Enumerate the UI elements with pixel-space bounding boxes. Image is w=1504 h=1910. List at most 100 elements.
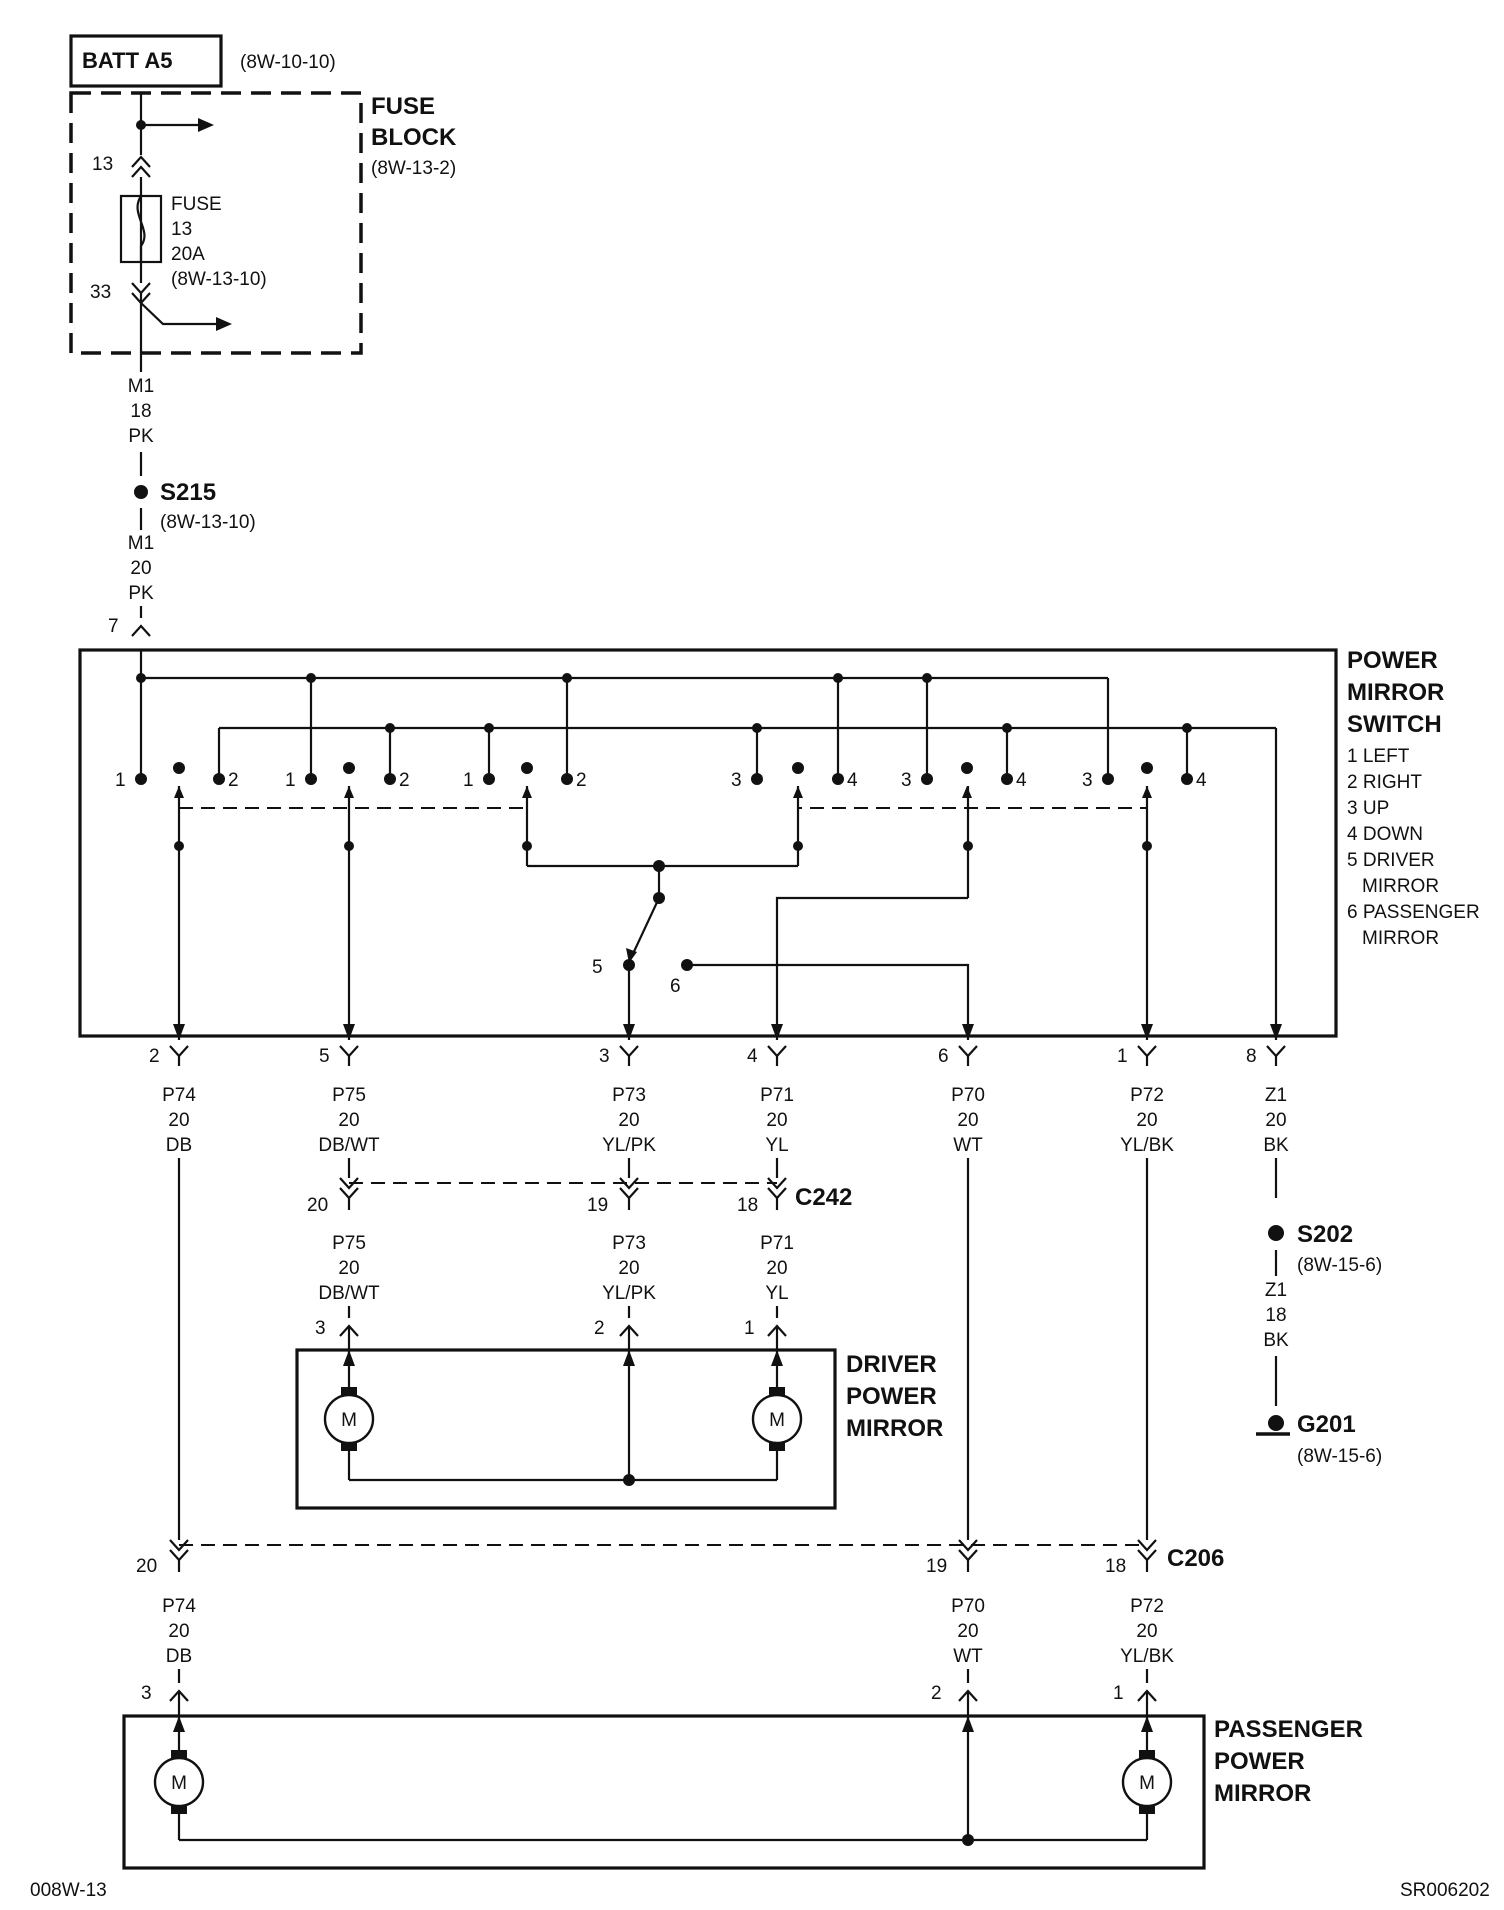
wire-m1-18-color: PK <box>128 426 154 447</box>
wire-z1-18-circuit: Z1 <box>1265 1280 1287 1301</box>
contact-label-4c: 4 <box>1196 770 1207 791</box>
passenger-mirror-pin-3: 3 <box>141 1683 152 1704</box>
switch-title-1: POWER <box>1347 647 1438 674</box>
passenger-mirror-title-2: POWER <box>1214 1748 1305 1775</box>
driver-mirror-pin-2: 2 <box>594 1318 605 1339</box>
switch-legend-6b: MIRROR <box>1362 928 1439 949</box>
driver-motor-right <box>751 1387 803 1451</box>
wire-m1-20-color: PK <box>128 583 154 604</box>
passenger-mirror-pin-1: 1 <box>1113 1683 1124 1704</box>
fuse-pin-bottom: 33 <box>90 282 111 303</box>
contact-label-1a: 1 <box>115 770 126 791</box>
connector-c242-label: C242 <box>795 1184 852 1211</box>
switch-legend-3: 3 UP <box>1347 798 1389 819</box>
passenger-motor-right-label: M <box>1139 1773 1155 1794</box>
contact-label-2c: 2 <box>576 770 587 791</box>
fuse-label-1: FUSE <box>171 194 222 215</box>
connector-c206 <box>169 1539 1157 1572</box>
passenger-mirror-box <box>122 1714 1206 1870</box>
wire-z1-circuit: Z1 <box>1265 1085 1287 1106</box>
switch-out-pin-1: 1 <box>1117 1046 1128 1067</box>
wire-m1-20-gauge: 20 <box>130 558 151 579</box>
fuse-block-ref: (8W-13-2) <box>371 158 456 179</box>
c242-pin-18: 18 <box>737 1195 758 1216</box>
wire-m1-18-circuit: M1 <box>128 376 154 397</box>
ground-g201 <box>1268 1415 1284 1431</box>
wire-p74-color: DB <box>166 1135 192 1156</box>
switch-input-pin: 7 <box>108 616 119 637</box>
driver-wire-p75-gauge: 20 <box>338 1258 359 1279</box>
splice-s215-ref: (8W-13-10) <box>160 512 256 533</box>
driver-wire-p75-color: DB/WT <box>318 1283 380 1304</box>
wire-p75-gauge: 20 <box>338 1110 359 1131</box>
driver-wire-p75-circuit: P75 <box>332 1233 366 1254</box>
splice-s202 <box>1268 1225 1284 1241</box>
switch-legend-6: 6 PASSENGER <box>1347 902 1480 923</box>
c242-pin-20: 20 <box>307 1195 328 1216</box>
contact-label-3a: 3 <box>731 770 742 791</box>
switch-internal-wiring <box>135 650 1282 1040</box>
selector-label-5: 5 <box>592 957 603 978</box>
footer-left: 008W-13 <box>30 1880 107 1901</box>
switch-legend-5b: MIRROR <box>1362 876 1439 897</box>
connector-c242 <box>339 1158 787 1210</box>
driver-wire-p71-gauge: 20 <box>766 1258 787 1279</box>
battery-box <box>69 34 223 88</box>
wire-p74-gauge: 20 <box>168 1110 189 1131</box>
pass-wire-p74-color: DB <box>166 1646 192 1667</box>
ground-g201-ref: (8W-15-6) <box>1297 1446 1382 1467</box>
driver-mirror-title-3: MIRROR <box>846 1415 943 1442</box>
selector-label-6: 6 <box>670 976 681 997</box>
c242-pin-19: 19 <box>587 1195 608 1216</box>
switch-out-pin-5: 5 <box>319 1046 330 1067</box>
contact-label-3c: 3 <box>1082 770 1093 791</box>
fuse-label-4: (8W-13-10) <box>171 269 267 290</box>
wire-p73-color: YL/PK <box>602 1135 656 1156</box>
contact-label-4b: 4 <box>1016 770 1027 791</box>
wire-p74-circuit: P74 <box>162 1085 196 1106</box>
wire-p71-gauge: 20 <box>766 1110 787 1131</box>
driver-mirror-pin-3: 3 <box>315 1318 326 1339</box>
switch-input-connector <box>131 624 151 637</box>
driver-mirror-title-2: POWER <box>846 1383 937 1410</box>
wire-p70-color: WT <box>953 1135 983 1156</box>
driver-mirror-pin-1: 1 <box>744 1318 755 1339</box>
driver-motor-left <box>323 1387 375 1451</box>
pass-wire-p70-color: WT <box>953 1646 983 1667</box>
wire-p72-color: YL/BK <box>1120 1135 1174 1156</box>
driver-wire-p71-circuit: P71 <box>760 1233 794 1254</box>
passenger-mirror-wiring <box>173 1716 1153 1846</box>
ground-g201-label: G201 <box>1297 1411 1356 1438</box>
c206-pin-20: 20 <box>136 1556 157 1577</box>
battery-label: BATT A5 <box>82 48 172 73</box>
contact-label-1c: 1 <box>463 770 474 791</box>
contact-label-4a: 4 <box>847 770 858 791</box>
driver-mirror-title-1: DRIVER <box>846 1351 937 1378</box>
driver-wire-p71-color: YL <box>765 1283 788 1304</box>
wire-z1-color: BK <box>1263 1135 1289 1156</box>
driver-wire-p73-color: YL/PK <box>602 1283 656 1304</box>
footer-right: SR006202 <box>1400 1880 1490 1901</box>
switch-title-2: MIRROR <box>1347 679 1444 706</box>
driver-mirror-connector <box>339 1306 787 1350</box>
switch-title-3: SWITCH <box>1347 711 1442 738</box>
driver-mirror-box <box>295 1348 837 1510</box>
c206-pin-19: 19 <box>926 1556 947 1577</box>
contact-label-1b: 1 <box>285 770 296 791</box>
pass-wire-p74-circuit: P74 <box>162 1596 196 1617</box>
fuse-pin-top: 13 <box>92 154 113 175</box>
driver-motor-right-label: M <box>769 1410 785 1431</box>
driver-motor-left-label: M <box>341 1410 357 1431</box>
pass-wire-p72-gauge: 20 <box>1136 1621 1157 1642</box>
pass-wire-p70-circuit: P70 <box>951 1596 985 1617</box>
contact-label-2b: 2 <box>399 770 410 791</box>
wire-p70-circuit: P70 <box>951 1085 985 1106</box>
wire-m1-18-gauge: 18 <box>130 401 151 422</box>
switch-output-connectors <box>169 1045 1286 1066</box>
switch-out-pin-2: 2 <box>149 1046 160 1067</box>
wire-p75-circuit: P75 <box>332 1085 366 1106</box>
contact-label-3b: 3 <box>901 770 912 791</box>
pass-wire-p70-gauge: 20 <box>957 1621 978 1642</box>
switch-out-pin-3: 3 <box>599 1046 610 1067</box>
pass-wire-p74-gauge: 20 <box>168 1621 189 1642</box>
